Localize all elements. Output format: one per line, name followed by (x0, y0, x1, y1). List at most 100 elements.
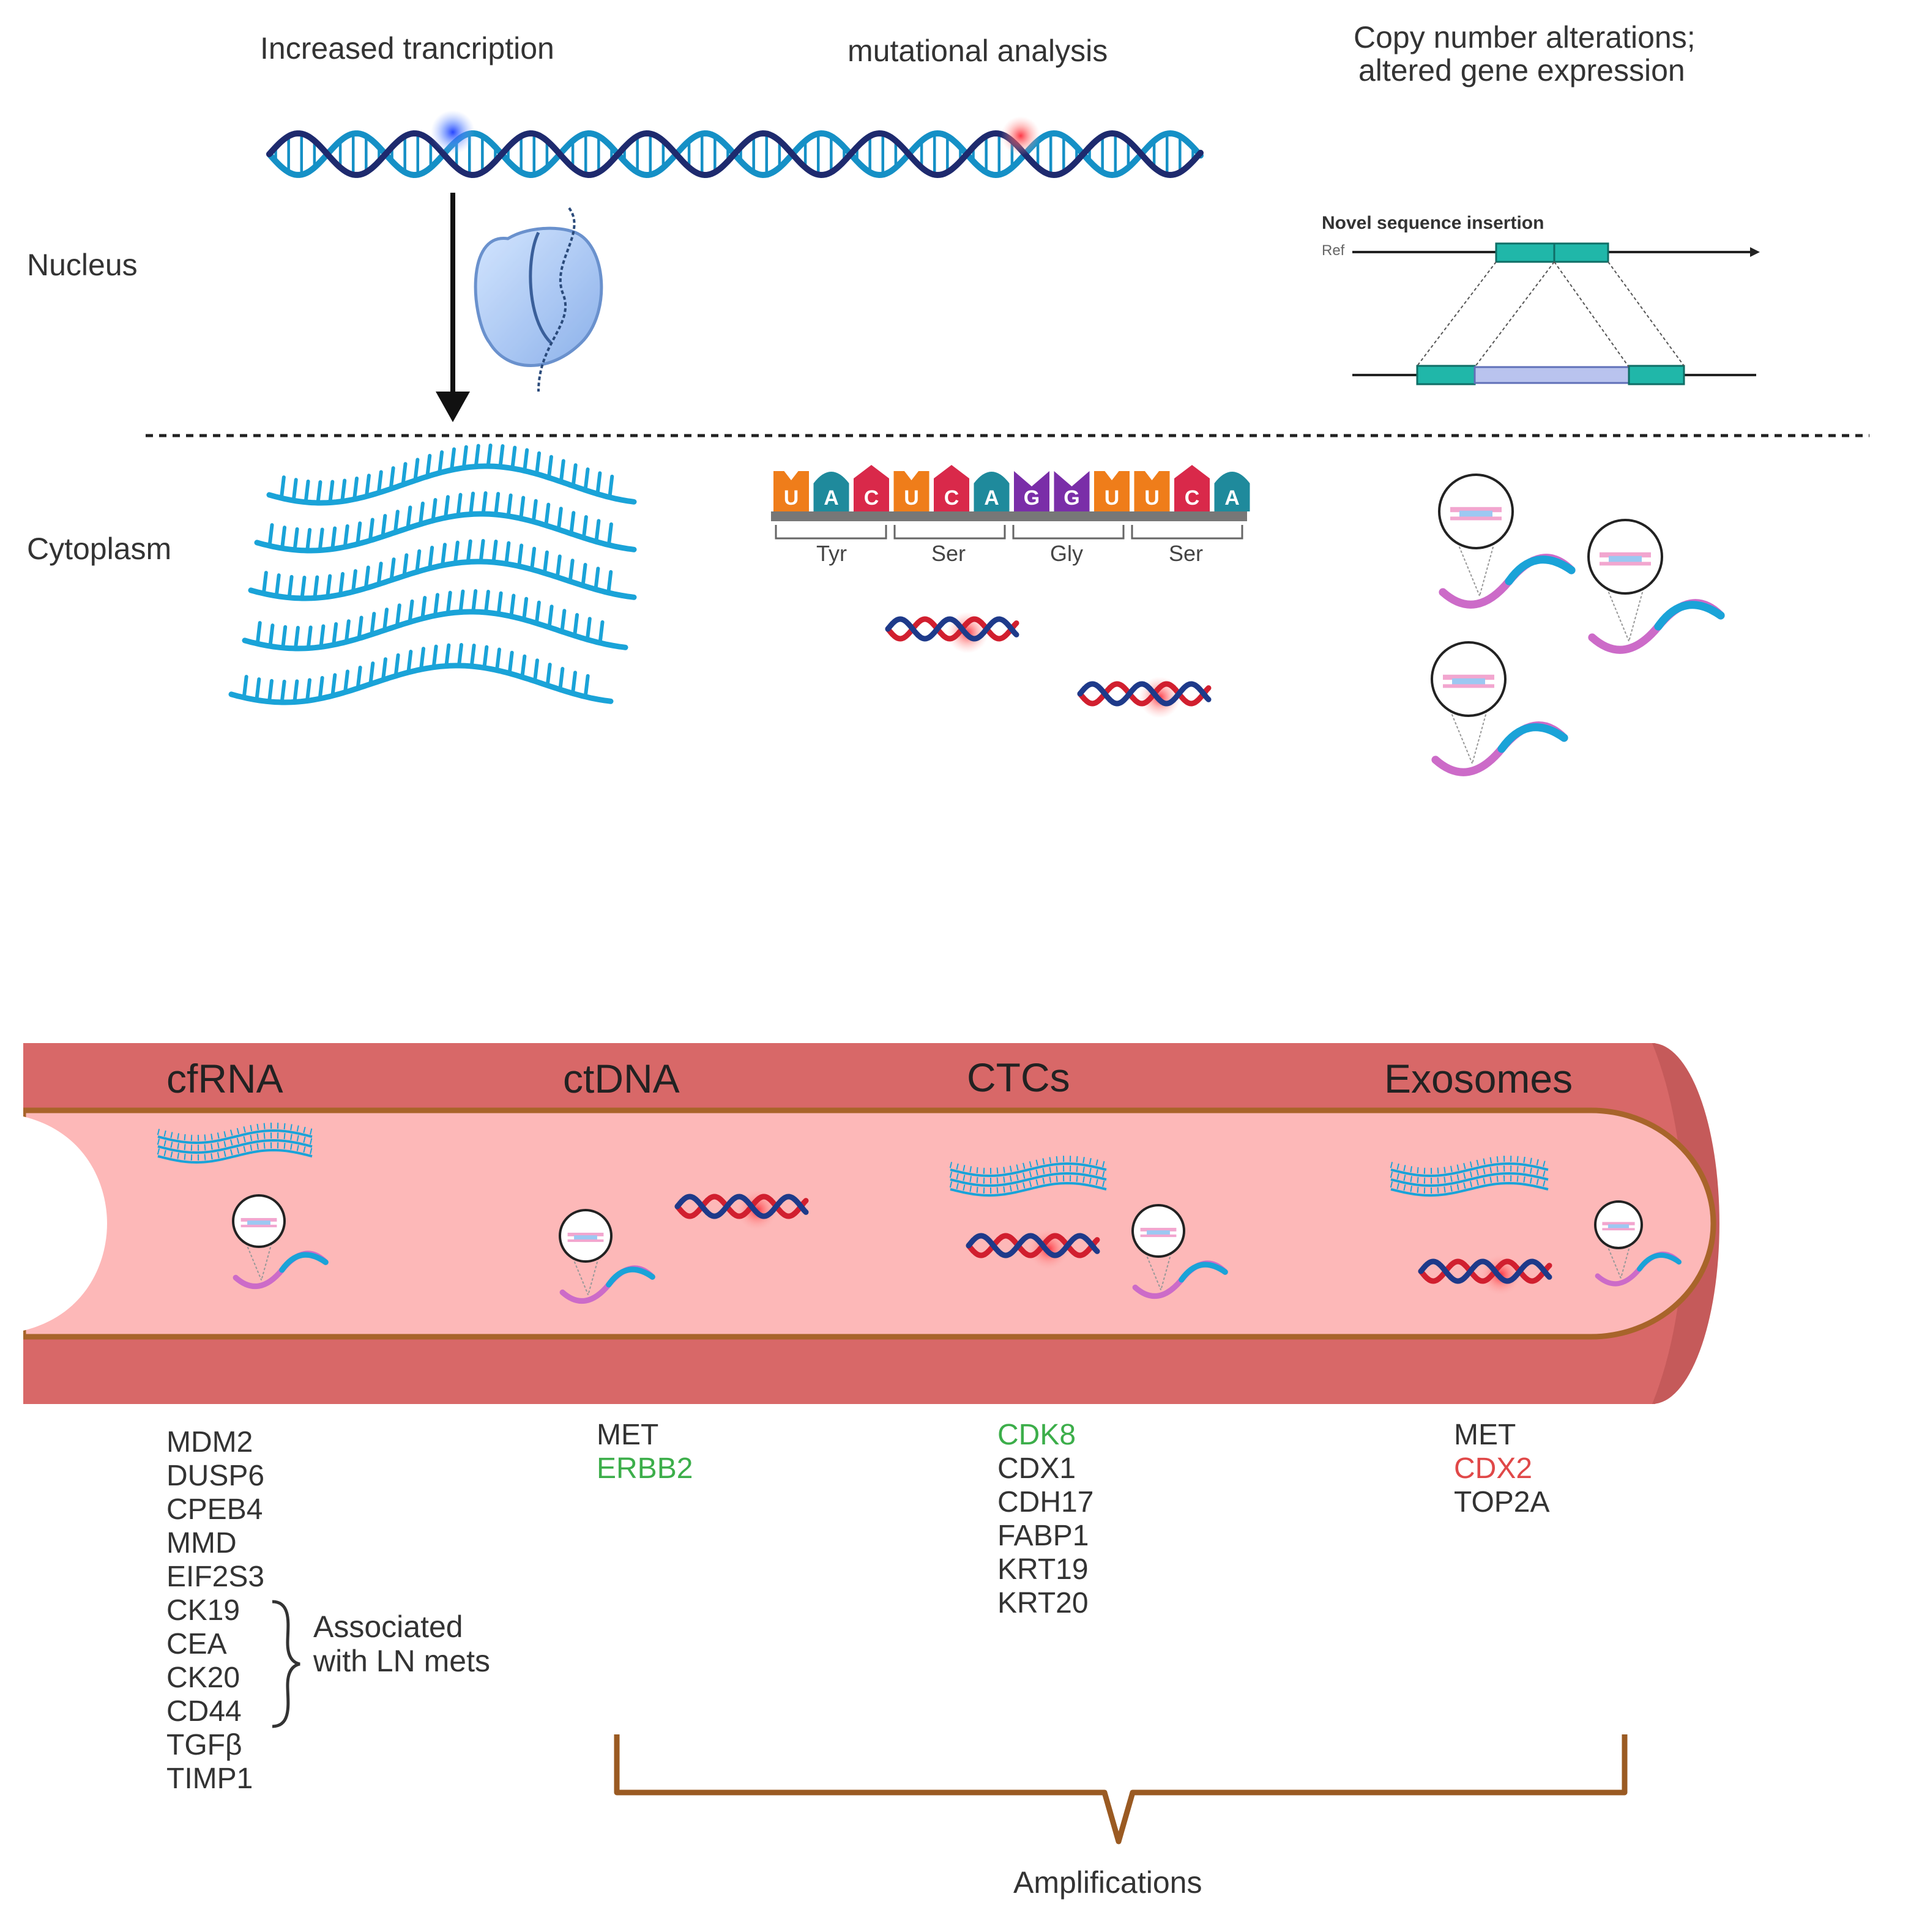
zoom-line (1472, 710, 1488, 764)
zoom-line (1479, 542, 1495, 596)
rna-tail-blue (1497, 723, 1568, 753)
amino-acid-label: Tyr (816, 541, 847, 566)
nucleotide-letter: G (1064, 486, 1079, 510)
nucleotide-U: U (1134, 471, 1170, 511)
mrna-base (402, 553, 409, 578)
exosome-icon (1431, 641, 1568, 776)
exosome-band (1600, 562, 1651, 566)
mrna-base (568, 559, 575, 584)
rna-line (950, 1172, 1107, 1187)
ln-mets-brace (272, 1600, 300, 1728)
exosome-band (240, 1224, 277, 1228)
zoom-line (261, 1243, 272, 1280)
nucleotide-shape (893, 471, 929, 511)
mrna-base (351, 569, 357, 594)
rna-tail-blue (1179, 1261, 1228, 1283)
mrna-base (594, 567, 600, 592)
zoom-line (245, 1243, 263, 1280)
nucleotide-letter: C (1185, 486, 1200, 510)
mrna-base (456, 492, 463, 518)
mrna-base (418, 501, 425, 526)
exosome-icon (232, 1194, 329, 1290)
mrna-base (482, 645, 489, 670)
nucleotide-shape (934, 465, 969, 511)
zoom-line (1160, 1252, 1172, 1290)
mrna-base (510, 445, 517, 470)
gene-item: CPEB4 (166, 1493, 263, 1526)
mrna-base (479, 539, 485, 564)
dna-fragment (674, 1189, 809, 1231)
mrna-base (376, 470, 383, 495)
amino-acid-label: Ser (931, 541, 966, 566)
mrna-base (558, 667, 565, 692)
mrna-base (491, 540, 498, 565)
mrna-base (466, 539, 472, 564)
mrna-base (509, 593, 516, 619)
fragment-strand (674, 1194, 809, 1219)
mrna-strand (254, 491, 637, 554)
codon-bracket (1131, 525, 1243, 540)
fragment-strand (1077, 681, 1212, 707)
rna-line (950, 1162, 1107, 1178)
mrna-strand (248, 539, 637, 601)
mrna-base (533, 658, 539, 683)
mrna-strand (242, 589, 628, 652)
mrna-base (313, 575, 319, 600)
mrna-base (453, 540, 460, 565)
mrna-base (444, 643, 451, 668)
mrna-base (406, 505, 412, 530)
rna-polymerase-icon (474, 207, 603, 392)
mrna-base (595, 471, 602, 496)
mrna-base (438, 450, 444, 475)
mrna-base (363, 565, 370, 590)
gene-item: MDM2 (166, 1426, 253, 1458)
exosome-band (567, 1232, 604, 1236)
nucleotide-letter: U (784, 486, 799, 510)
nucleotide-letter: U (1144, 486, 1160, 510)
nucleotide-letter: G (1024, 486, 1040, 510)
nucleotide-letter: A (824, 486, 839, 510)
mrna-base (368, 518, 374, 543)
ctcs-gene-list: CDK8 CDX1 CDH17 FABP1 KRT19 KRT20 (997, 1418, 1093, 1620)
mrna-base (534, 600, 541, 625)
main-helix (266, 130, 1204, 179)
nucleotide-U: U (1094, 471, 1130, 511)
mrna-base (316, 480, 322, 505)
mrna-base (330, 526, 337, 551)
mrna-base (328, 480, 335, 505)
fragment-strand (966, 1233, 1100, 1258)
nucleotide-letter: U (904, 486, 919, 510)
gene-item: TIMP1 (166, 1763, 253, 1795)
zoom-line (1620, 1244, 1631, 1279)
cfrna-header: cfRNA (166, 1056, 283, 1101)
zoom-line (1606, 1244, 1622, 1279)
mrna-base (571, 671, 577, 696)
nucleotide-letter: U (1105, 486, 1120, 510)
nucleotide-letter: C (864, 486, 879, 510)
nucleotide-G: G (1054, 471, 1090, 511)
mrna-base (457, 643, 463, 668)
exosome-band (1609, 555, 1642, 563)
mrna-base (357, 615, 363, 641)
nucleotide-shape (1134, 471, 1170, 511)
cytoplasm-label: Cytoplasm (27, 532, 172, 566)
mrna-base (583, 674, 590, 699)
gene-item: MMD (166, 1527, 237, 1559)
fragment-strand (966, 1233, 1100, 1258)
mrna-base (408, 599, 414, 624)
mrna-base (573, 613, 579, 638)
mrna-base (261, 571, 268, 596)
nucleotide-A: A (813, 472, 849, 511)
mrna-base (469, 644, 476, 669)
mrna-base (420, 596, 427, 621)
mrna-base (356, 521, 362, 546)
rna-tail-blue (1637, 1252, 1682, 1272)
ln-mets-note-line2: with LN mets (313, 1644, 490, 1678)
sequence-insertion-diagram (1352, 242, 1760, 385)
mrna-base (581, 563, 587, 588)
mrna-base (458, 589, 465, 614)
mrna-base (370, 612, 376, 637)
rna-tail-blue (279, 1252, 329, 1273)
exosome-band (1450, 507, 1502, 513)
mrna-base (332, 622, 338, 647)
